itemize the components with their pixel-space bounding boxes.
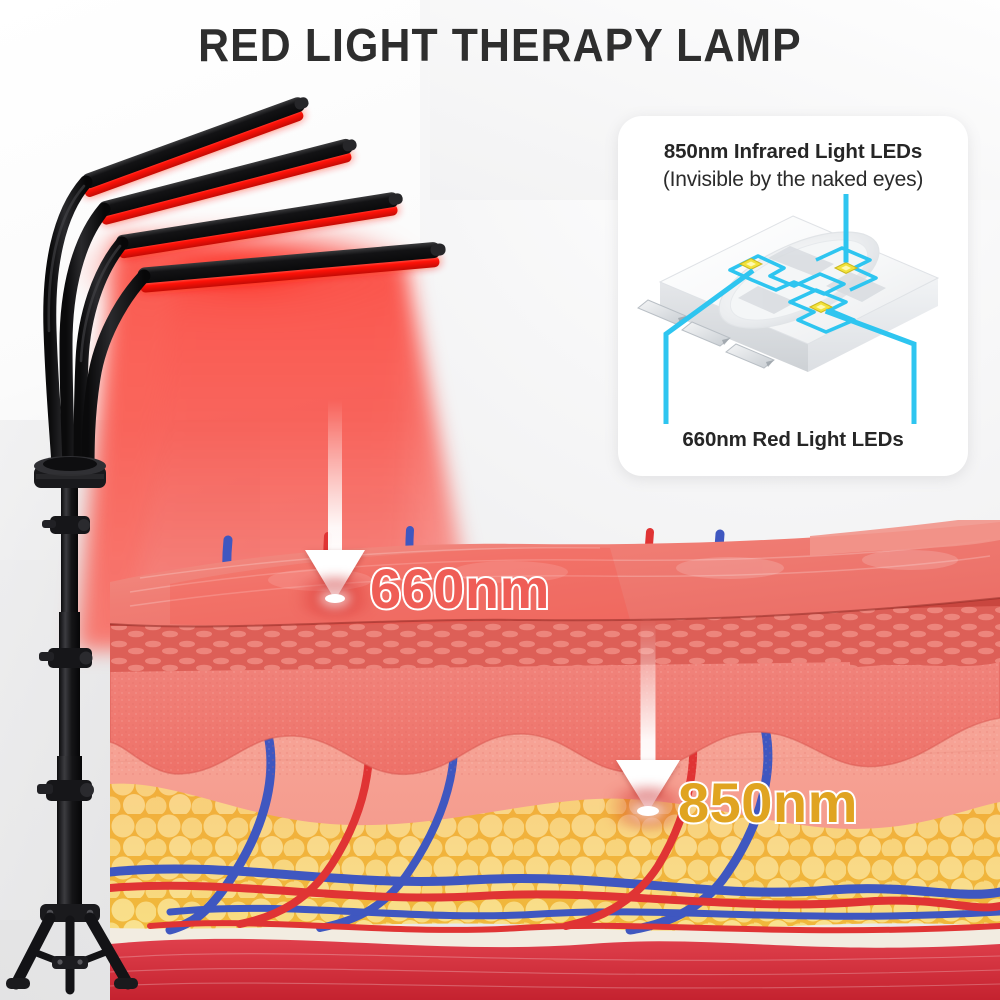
solder-terminals [637, 299, 775, 369]
label-850nm: 850nm [676, 769, 859, 836]
page-title: RED LIGHT THERAPY LAMP [198, 19, 802, 71]
inset-subheading-invisible: (Invisible by the naked eyes) [662, 168, 924, 191]
red-light-therapy-lamp [6, 97, 446, 995]
gooseneck-arms [43, 175, 151, 479]
smd-led-chip-illustration [618, 116, 968, 425]
tripod-pole [57, 488, 82, 916]
down-arrow-850 [594, 620, 702, 828]
layer-muscle [110, 932, 1000, 1000]
tripod-base [6, 904, 138, 995]
inset-heading-850nm: 850nm Infrared Light LEDs [663, 140, 923, 163]
down-arrow-660 [283, 400, 387, 616]
inset-footer-660nm: 660nm Red Light LEDs [682, 428, 904, 451]
lamp-hub [34, 456, 106, 488]
led-detail-panel: 850nm Infrared Light LEDs (Invisible by … [618, 116, 968, 476]
lamp-arm-group [81, 97, 446, 293]
label-660nm: 660nm [368, 555, 551, 622]
